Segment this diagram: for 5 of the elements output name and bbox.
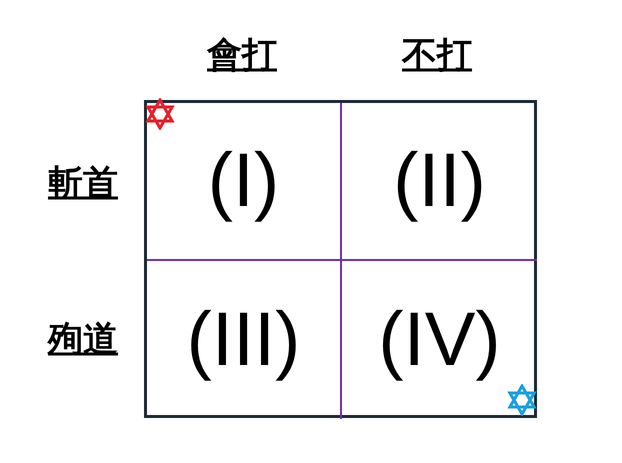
- header-label: 殉道: [48, 322, 118, 358]
- header-label: 斬首: [48, 166, 118, 202]
- grid-cell: [147, 103, 342, 261]
- header-label: 會打: [207, 38, 277, 74]
- header-label: 不打: [402, 38, 472, 74]
